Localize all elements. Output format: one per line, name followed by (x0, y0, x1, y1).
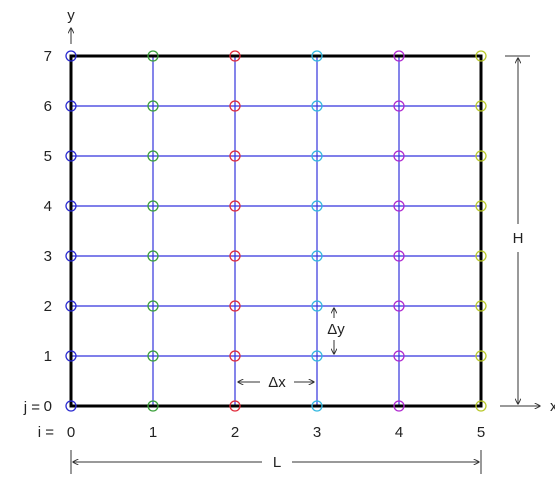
height-dimension: H (505, 55, 530, 407)
grid-node (229, 250, 241, 262)
grid-node (311, 350, 323, 362)
grid-node (393, 50, 405, 62)
grid-node (147, 50, 159, 62)
grid-node (311, 150, 323, 162)
i-index-label: 0 (67, 424, 75, 441)
j-index-label: 2 (44, 298, 52, 315)
j-index-label: 7 (44, 48, 52, 65)
grid-node (147, 200, 159, 212)
grid-node (393, 250, 405, 262)
grid-node (475, 150, 487, 162)
grid-node (147, 300, 159, 312)
height-label: H (513, 230, 524, 247)
j-index-label: 3 (44, 248, 52, 265)
grid-node (475, 250, 487, 262)
grid-node (229, 150, 241, 162)
i-index-label: 4 (395, 424, 403, 441)
grid-node (393, 100, 405, 112)
grid-node (229, 50, 241, 62)
grid-node (393, 150, 405, 162)
grid-node (475, 200, 487, 212)
y-axis-label: y (67, 7, 75, 24)
grid-node (311, 200, 323, 212)
grid-nodes (65, 50, 487, 412)
j-index-label: 4 (44, 198, 52, 215)
grid-node (65, 350, 77, 362)
j-index-label: 6 (44, 98, 52, 115)
i-index-label: 3 (313, 424, 321, 441)
dx-dimension: Δx (238, 374, 314, 391)
width-label: L (273, 454, 281, 471)
i-index-label: 2 (231, 424, 239, 441)
i-prefix-label: i = (38, 424, 55, 441)
grid-node (311, 400, 323, 412)
dy-dimension: Δy (327, 308, 345, 354)
grid-node (475, 350, 487, 362)
grid-node (475, 100, 487, 112)
grid-node (147, 250, 159, 262)
grid-node (65, 50, 77, 62)
j-prefix-label: j = (23, 399, 41, 416)
i-index-label: 5 (477, 424, 485, 441)
j-index-label: 1 (44, 348, 52, 365)
grid-node (311, 50, 323, 62)
grid-node (393, 300, 405, 312)
grid-node (229, 100, 241, 112)
grid-node (475, 400, 487, 412)
grid-lines (71, 56, 481, 406)
grid-node (475, 50, 487, 62)
i-index-label: 1 (149, 424, 157, 441)
grid-node (393, 400, 405, 412)
x-axis-label: x (550, 398, 555, 415)
grid-node (393, 200, 405, 212)
grid-node (311, 300, 323, 312)
j-index-labels: 0 1 2 3 4 5 6 7 (44, 48, 52, 415)
grid-node (147, 400, 159, 412)
width-dimension: L (70, 450, 482, 474)
grid-node (393, 350, 405, 362)
grid-node (229, 200, 241, 212)
dy-label: Δy (327, 321, 345, 338)
grid-node (229, 400, 241, 412)
dx-label: Δx (268, 374, 286, 391)
i-index-labels: 0 1 2 3 4 5 (67, 424, 485, 441)
grid-node (65, 250, 77, 262)
grid-node (311, 250, 323, 262)
grid-node (65, 150, 77, 162)
domain-border (69, 54, 483, 408)
grid-node (229, 300, 241, 312)
grid-node (65, 100, 77, 112)
grid-node (229, 350, 241, 362)
grid-node (65, 400, 77, 412)
grid-node (147, 350, 159, 362)
grid-node (147, 100, 159, 112)
grid-node (475, 300, 487, 312)
grid-node (65, 200, 77, 212)
j-index-label: 0 (44, 398, 52, 415)
grid-node (147, 150, 159, 162)
grid-node (65, 300, 77, 312)
j-index-label: 5 (44, 148, 52, 165)
grid-node (311, 100, 323, 112)
